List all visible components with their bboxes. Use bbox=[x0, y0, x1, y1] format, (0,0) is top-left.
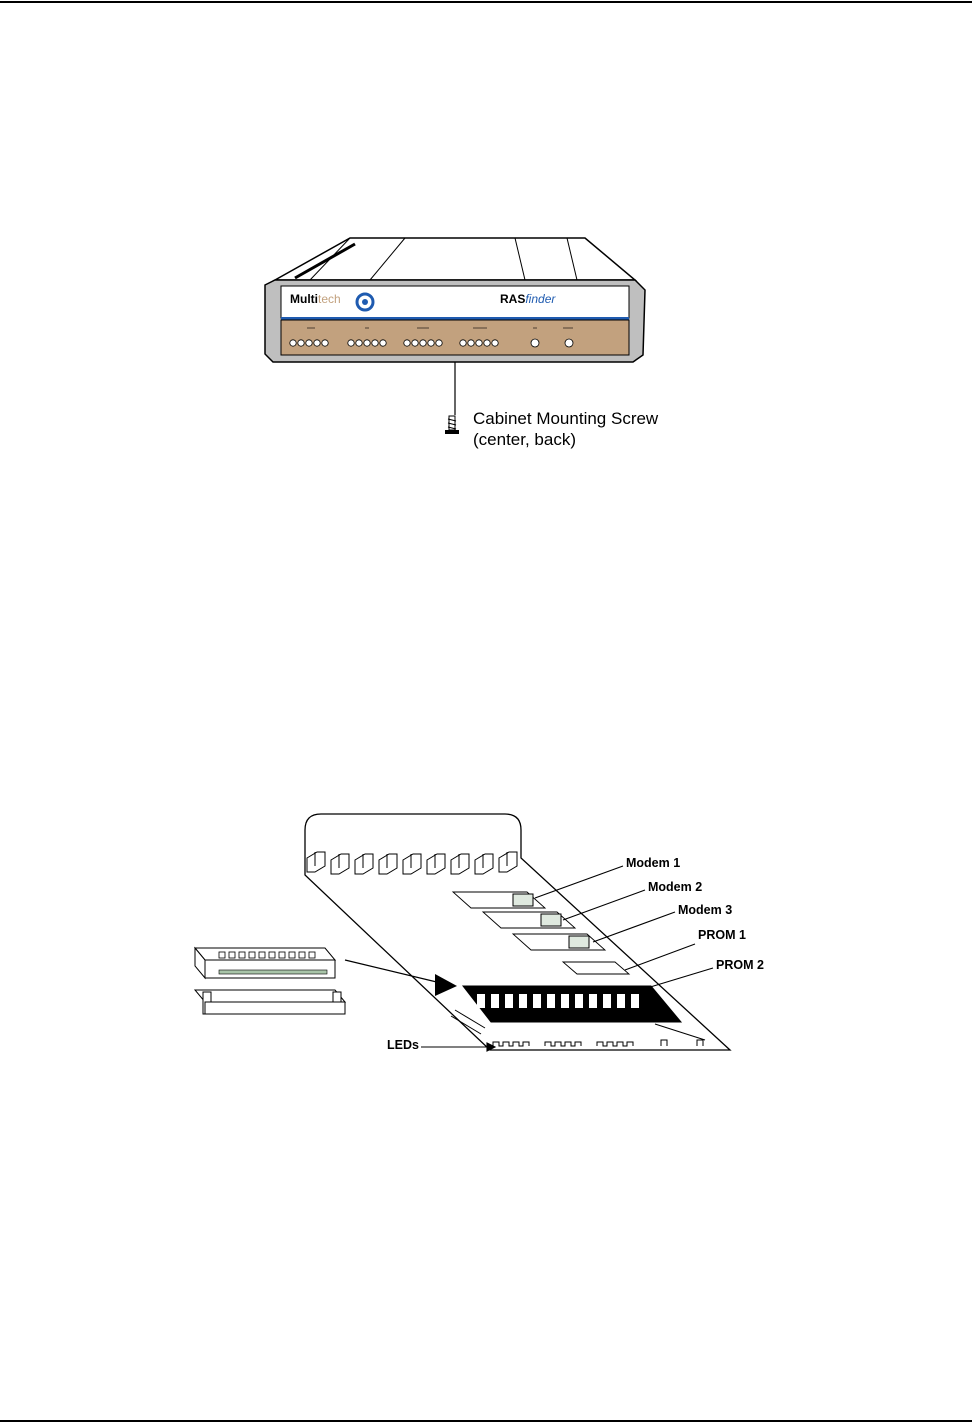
footer-rule bbox=[0, 1420, 972, 1422]
circuit-board-figure: Modem 1 Modem 2 Modem 3 PROM 1 PROM 2 LE… bbox=[185, 810, 785, 1060]
simm-module-icon bbox=[195, 948, 345, 1014]
label-prom-2: PROM 2 bbox=[716, 958, 764, 972]
label-modem-2: Modem 2 bbox=[648, 880, 702, 894]
label-prom-1: PROM 1 bbox=[698, 928, 746, 942]
label-modem-3: Modem 3 bbox=[678, 903, 732, 917]
label-modem-1: Modem 1 bbox=[626, 856, 680, 870]
screw-label-line1: Cabinet Mounting Screw bbox=[473, 408, 658, 429]
label-leds: LEDs bbox=[387, 1038, 419, 1052]
screw-label-line2: (center, back) bbox=[473, 429, 576, 450]
chassis-figure: Multitech RASfinder Cabinet Mounting Scr… bbox=[255, 230, 715, 460]
header-rule bbox=[0, 1, 972, 3]
circuit-board-illustration bbox=[185, 810, 785, 1060]
brand-logo-text: Multitech bbox=[290, 292, 341, 306]
product-logo-text: RASfinder bbox=[500, 292, 555, 306]
screw-icon bbox=[445, 416, 459, 434]
